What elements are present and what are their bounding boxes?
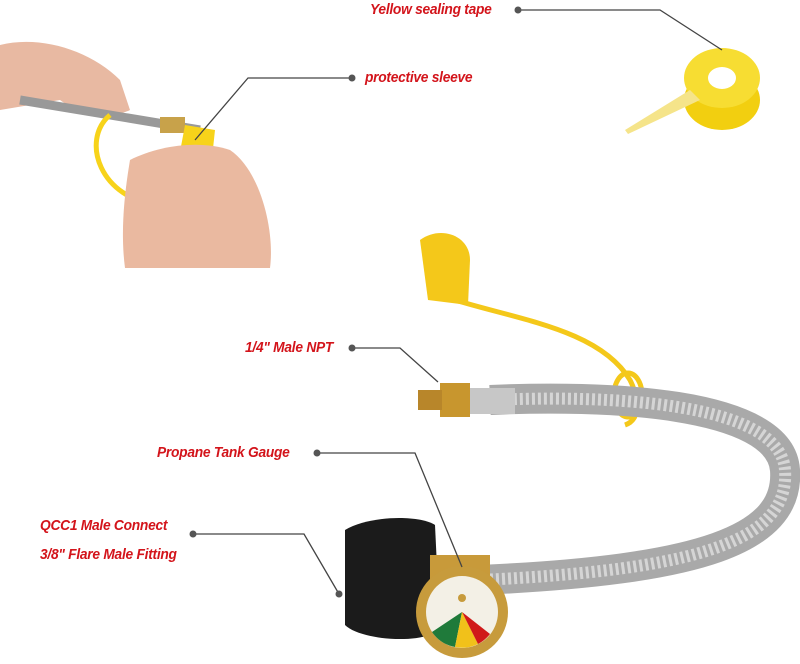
sealing-tape-roll bbox=[625, 48, 760, 134]
callout-dots bbox=[189, 6, 522, 598]
braided-hose bbox=[418, 383, 800, 595]
label-qcc1-male-connect: QCC1 Male Connect bbox=[40, 517, 168, 534]
label-yellow-sealing-tape: Yellow sealing tape bbox=[370, 1, 492, 18]
label-protective-sleeve: protective sleeve bbox=[365, 69, 473, 86]
callout-lines bbox=[193, 9, 723, 595]
label-propane-tank-gauge: Propane Tank Gauge bbox=[157, 444, 290, 461]
propane-tank-gauge bbox=[416, 566, 508, 658]
label-flare-male-fitting: 3/8" Flare Male Fitting bbox=[40, 546, 177, 563]
label-male-npt: 1/4" Male NPT bbox=[245, 339, 334, 356]
hands-with-hose-photo bbox=[0, 41, 271, 268]
